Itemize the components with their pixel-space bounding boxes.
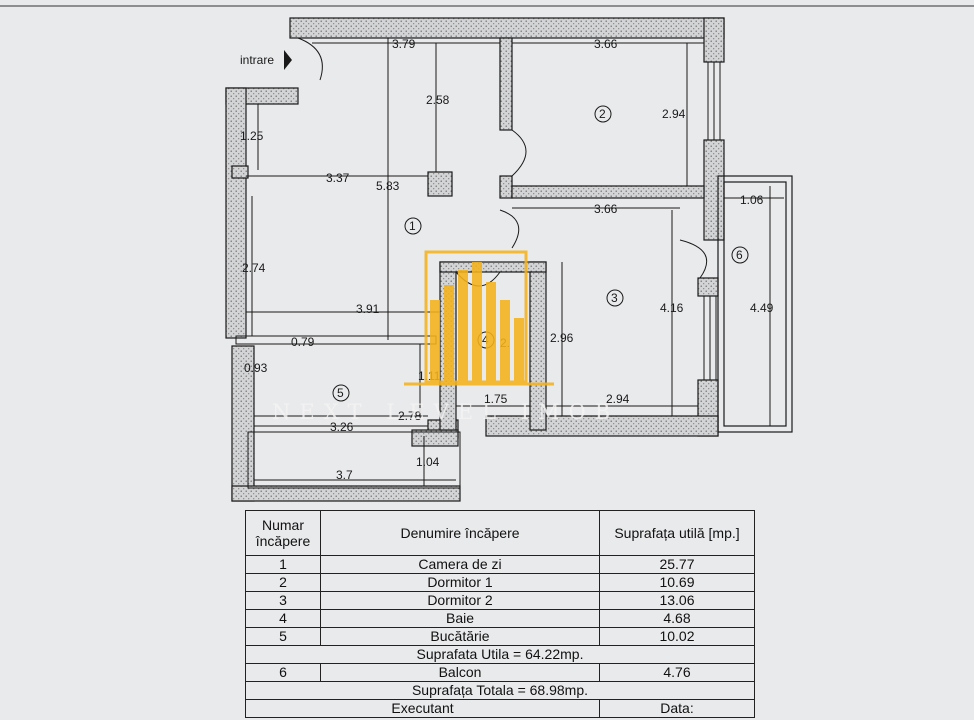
table-header-row: Numar încăpere Denumire încăpere Suprafa… <box>245 510 755 556</box>
dim-label: 3.66 <box>594 202 618 216</box>
areas-table: Numar încăpere Denumire încăpere Suprafa… <box>245 510 755 718</box>
dim-label: 3.79 <box>392 37 416 51</box>
dim-label: 3.66 <box>594 37 618 51</box>
room-number: 3 <box>611 291 618 305</box>
floor-plan: 3.79 3.66 2.58 2.94 1.25 3.37 5.83 3.66 … <box>0 5 974 502</box>
cell-number: 5 <box>245 627 321 646</box>
balcony <box>717 175 793 433</box>
room-numbers: 1 2 3 4 5 6 <box>337 107 743 400</box>
watermark-text: NEXT LEVEL IMOB <box>272 400 619 424</box>
cell-name: Camera de zi <box>320 555 600 574</box>
room-number: 6 <box>736 248 743 262</box>
dim-label: 1.25 <box>240 129 264 143</box>
dim-label: 1.06 <box>740 193 764 207</box>
col-header-number: Numar încăpere <box>245 510 321 556</box>
cell-area: 10.02 <box>599 627 755 646</box>
cell-number: 4 <box>245 609 321 628</box>
date-cell: Data: <box>599 699 755 718</box>
dim-label: 2.74 <box>242 261 266 275</box>
dim-label: 2.94 <box>662 107 686 121</box>
table-row: 2 Dormitor 1 10.69 <box>245 573 755 592</box>
table-row: 3 Dormitor 2 13.06 <box>245 591 755 610</box>
cell-name: Dormitor 1 <box>320 573 600 592</box>
cell-area: 25.77 <box>599 555 755 574</box>
cell-area: 13.06 <box>599 591 755 610</box>
col-header-name: Denumire încăpere <box>320 510 600 556</box>
dim-label: 4.16 <box>660 301 684 315</box>
dim-label: 2.94 <box>606 392 630 406</box>
cell-number: 1 <box>245 555 321 574</box>
cell-number: 3 <box>245 591 321 610</box>
dimension-lines <box>246 38 784 486</box>
dim-label: 2.78 <box>398 409 422 423</box>
dim-label: 5.83 <box>376 179 400 193</box>
table-row: 1 Camera de zi 25.77 <box>245 555 755 574</box>
logo-building-icon <box>404 250 554 386</box>
kitchen-outline <box>247 431 461 489</box>
dim-label: 3.7 <box>336 468 353 482</box>
dim-label: 4.49 <box>750 301 774 315</box>
dim-label: 0.79 <box>291 335 315 349</box>
cell-name: Balcon <box>320 663 600 682</box>
cell-number: 2 <box>245 573 321 592</box>
subtotal-cell: Suprafata Utila = 64.22mp. <box>245 645 755 664</box>
walls <box>225 17 725 502</box>
room-number: 2 <box>599 107 606 121</box>
total-cell: Suprafața Totala = 68.98mp. <box>245 681 755 700</box>
dim-label: 1.04 <box>416 455 440 469</box>
dim-label: 3.26 <box>330 420 354 434</box>
interior-walls <box>427 37 705 431</box>
cell-area: 10.69 <box>599 573 755 592</box>
table-row: 4 Baie 4.68 <box>245 609 755 628</box>
total-row: Suprafața Totala = 68.98mp. <box>245 681 755 700</box>
cell-name: Baie <box>320 609 600 628</box>
cell-name: Dormitor 2 <box>320 591 600 610</box>
subtotal-row: Suprafata Utila = 64.22mp. <box>245 645 755 664</box>
cell-area: 4.68 <box>599 609 755 628</box>
balcony-row: 6 Balcon 4.76 <box>245 663 755 682</box>
cell-number: 6 <box>245 663 321 682</box>
cell-name: Bucătărie <box>320 627 600 646</box>
footer-row: Executant Data: <box>245 699 755 718</box>
table-row: 5 Bucătărie 10.02 <box>245 627 755 646</box>
dim-label: 3.91 <box>356 302 380 316</box>
dim-label: 0.93 <box>244 361 268 375</box>
entrance-arrow-icon <box>284 50 292 70</box>
entrance-label: intrare <box>240 53 274 67</box>
room-number: 1 <box>409 219 416 233</box>
dim-label: 2.58 <box>426 93 450 107</box>
executant-cell: Executant <box>245 699 600 718</box>
dim-label: 1.75 <box>484 392 508 406</box>
dim-label: 3.37 <box>326 171 350 185</box>
dim-label: 2.96 <box>550 331 574 345</box>
cell-area: 4.76 <box>599 663 755 682</box>
room-number: 5 <box>337 386 344 400</box>
room-number: 4 <box>482 333 489 347</box>
col-header-area: Suprafața utilă [mp.] <box>599 510 755 556</box>
